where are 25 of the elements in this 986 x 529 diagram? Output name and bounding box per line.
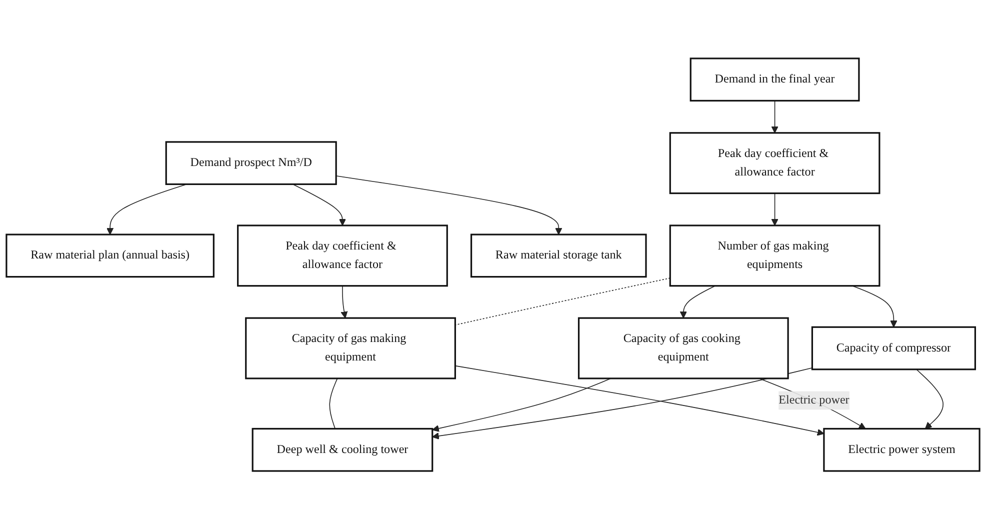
node-box: Deep well & cooling tower (252, 428, 434, 472)
arrow (292, 184, 346, 226)
arrow (852, 285, 898, 328)
node-box: Capacity of gas making equipment (245, 317, 456, 379)
node-box: Peak day coefficient & allowance factor (237, 224, 448, 286)
arrow (336, 175, 562, 235)
node-box: Capacity of gas cooking equipment (578, 317, 789, 379)
arrow (432, 367, 813, 440)
arrow (454, 365, 824, 436)
arrow (771, 192, 778, 226)
arrow (340, 285, 348, 318)
node-box: Electric power system (823, 428, 980, 472)
node-box: Demand prospect Nm³/D (165, 140, 337, 185)
node-box: Peak day coefficient & allowance factor (669, 132, 880, 194)
node-box: Capacity of compressor (811, 326, 976, 370)
node-box: Raw material plan (annual basis) (6, 234, 214, 278)
arrow (771, 100, 778, 133)
node-box: Number of gas making equipments (669, 224, 880, 286)
node-box: Demand in the final year (690, 57, 860, 102)
arrow (432, 378, 612, 432)
edge-label: Electric power (778, 393, 850, 406)
arrow (916, 368, 944, 429)
arrow (680, 285, 716, 318)
node-box: Raw material storage tank (470, 234, 647, 278)
connector (329, 378, 338, 429)
